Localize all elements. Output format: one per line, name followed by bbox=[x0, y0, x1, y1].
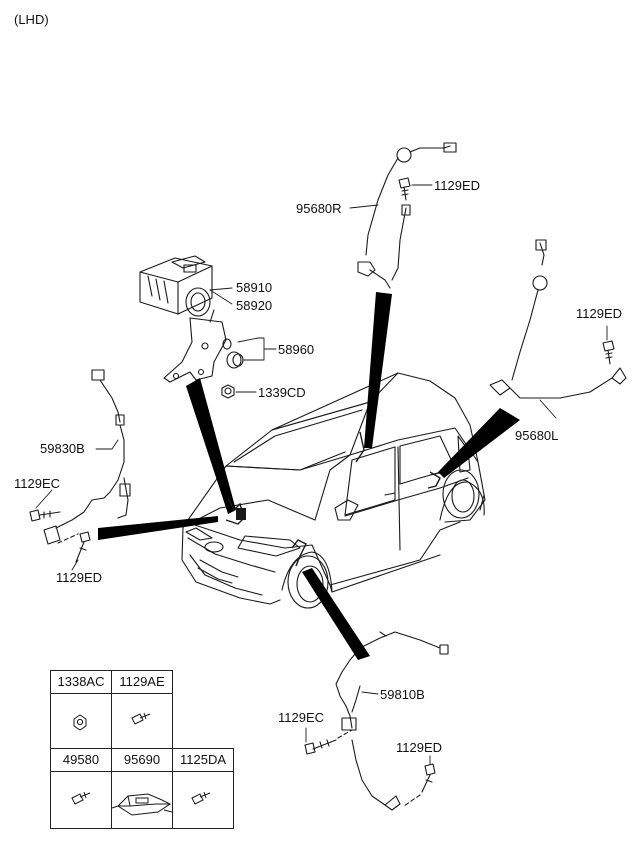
grommet-icon bbox=[222, 338, 244, 369]
bolt-icon bbox=[71, 791, 91, 805]
callout-1129ED-left: 1129ED bbox=[56, 570, 103, 585]
callout-59810B: 59810B bbox=[380, 687, 425, 702]
bolt-icon bbox=[398, 177, 411, 201]
table-header-1129AE: 1129AE bbox=[111, 670, 173, 694]
callout-1129ED-bottom: 1129ED bbox=[396, 740, 443, 755]
bolt-icon bbox=[75, 531, 91, 563]
table-header-49580: 49580 bbox=[50, 748, 112, 772]
callout-58960: 58960 bbox=[278, 342, 315, 357]
callout-1339CD: 1339CD bbox=[258, 385, 306, 400]
bolt-icon bbox=[131, 712, 151, 725]
table-cell-1338AC bbox=[50, 693, 112, 749]
bolt-icon bbox=[304, 739, 337, 755]
table-cell-49580 bbox=[50, 771, 112, 829]
variant-label: (LHD) bbox=[14, 12, 49, 27]
callout-95680L: 95680L bbox=[515, 428, 559, 443]
bracket-icon bbox=[163, 309, 227, 383]
table-header-95690: 95690 bbox=[111, 748, 173, 772]
callout-1129EC-bottom: 1129EC bbox=[278, 710, 325, 725]
bolt-icon bbox=[421, 763, 436, 793]
callout-1129ED-right: 1129ED bbox=[576, 306, 623, 321]
callout-58920: 58920 bbox=[236, 298, 273, 313]
nut-icon bbox=[73, 714, 87, 731]
callout-1129EC-left: 1129EC bbox=[14, 476, 61, 491]
table-cell-1125DA bbox=[172, 771, 234, 829]
wheel-speed-sensor-icon bbox=[489, 239, 627, 399]
callout-59830B: 59830B bbox=[40, 441, 85, 456]
table-header-1125DA: 1125DA bbox=[172, 748, 234, 772]
wheel-speed-sensor-icon bbox=[335, 631, 449, 811]
wheel-speed-sensor-icon bbox=[43, 369, 131, 545]
bolt-icon bbox=[191, 791, 211, 805]
table-cell-95690 bbox=[111, 771, 173, 829]
table-header-1338AC: 1338AC bbox=[50, 670, 112, 694]
bolt-icon bbox=[602, 340, 615, 365]
callout-wedges bbox=[98, 292, 520, 660]
abs-module-icon bbox=[139, 255, 213, 317]
callout-1129ED-top: 1129ED bbox=[434, 178, 481, 193]
ecu-icon bbox=[111, 793, 173, 816]
table-cell-1129AE bbox=[111, 693, 173, 749]
car-harness bbox=[225, 431, 441, 567]
callout-58910: 58910 bbox=[236, 280, 273, 295]
callout-95680R: 95680R bbox=[296, 201, 342, 216]
wheel-speed-sensor-icon bbox=[357, 142, 457, 289]
bolt-icon bbox=[29, 509, 61, 522]
nut-icon bbox=[221, 384, 235, 399]
